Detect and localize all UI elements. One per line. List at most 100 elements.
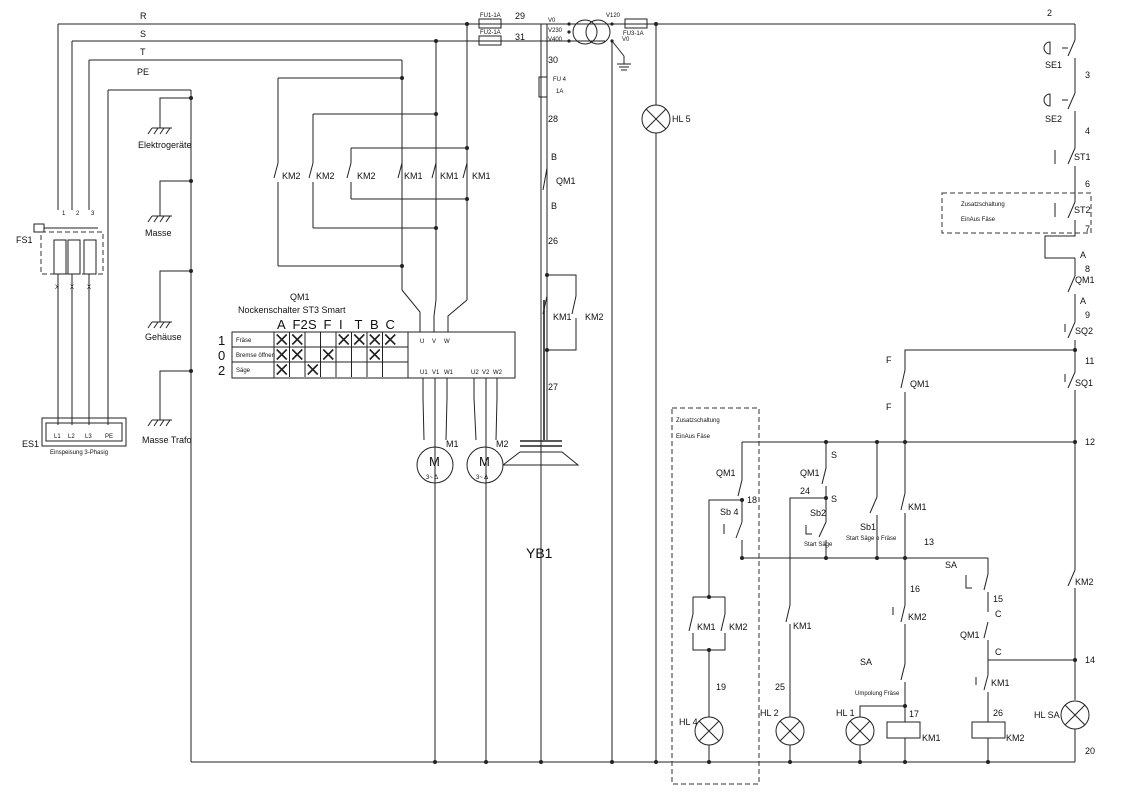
feed-caption: Einspeisung 3-Phasig xyxy=(50,450,108,456)
svg-text:F: F xyxy=(886,402,892,412)
svg-text:V0: V0 xyxy=(622,37,630,43)
svg-text:L3: L3 xyxy=(85,434,92,440)
main-contactors: KM2 KM2 KM2 KM1 KM1 KM1 xyxy=(273,22,491,332)
cam-row-number: 0 xyxy=(218,348,225,363)
cam-mark xyxy=(291,333,303,346)
svg-text:QM1: QM1 xyxy=(716,468,736,478)
svg-text:24: 24 xyxy=(800,486,810,496)
lamp-hl5: HL 5 xyxy=(641,22,691,762)
cam-mark xyxy=(369,333,381,346)
svg-text:20: 20 xyxy=(1085,746,1095,756)
cam-row-number: 2 xyxy=(218,363,225,378)
svg-text:B: B xyxy=(551,152,557,162)
cam-row-label: Säge xyxy=(236,368,251,374)
cam-mark xyxy=(384,333,396,346)
cam-col-header: B xyxy=(370,317,379,332)
svg-text:SA: SA xyxy=(860,657,872,667)
cam-title-2: Nockenschalter ST3 Smart xyxy=(238,305,346,315)
svg-text:QM1: QM1 xyxy=(800,468,820,478)
svg-text:31: 31 xyxy=(515,32,525,42)
svg-text:6: 6 xyxy=(1085,179,1090,189)
svg-text:SQ2: SQ2 xyxy=(1075,326,1093,336)
svg-text:V400: V400 xyxy=(548,37,563,43)
km1-label-2: KM1 xyxy=(440,171,459,181)
svg-text:M: M xyxy=(479,454,490,469)
svg-text:QM1: QM1 xyxy=(556,176,576,186)
cam-row-number: 1 xyxy=(218,333,225,348)
svg-text:12: 12 xyxy=(1085,437,1095,447)
motors: M 3~ Δ M 3~ Δ M1 M2 YB1 xyxy=(416,378,580,762)
svg-text:A: A xyxy=(1080,250,1086,260)
label-r: R xyxy=(140,11,147,21)
svg-text:18: 18 xyxy=(747,495,757,505)
svg-text:U2: U2 xyxy=(471,370,479,376)
svg-text:V: V xyxy=(432,339,436,345)
svg-text:A: A xyxy=(1080,296,1086,306)
cam-mark xyxy=(276,348,288,361)
svg-text:KM2: KM2 xyxy=(1006,733,1025,743)
svg-text:7: 7 xyxy=(1085,224,1090,234)
svg-text:L2: L2 xyxy=(68,434,75,440)
svg-text:KM2: KM2 xyxy=(1075,577,1094,587)
svg-text:Zusatzschaltung: Zusatzschaltung xyxy=(676,418,720,424)
brake-label: YB1 xyxy=(526,545,553,561)
svg-text:26: 26 xyxy=(993,708,1003,718)
km1-label-3: KM1 xyxy=(472,171,491,181)
svg-text:4: 4 xyxy=(1085,126,1090,136)
svg-text:EinAus Fäse: EinAus Fäse xyxy=(676,434,711,440)
label-pe: PE xyxy=(137,67,149,77)
svg-text:KM1: KM1 xyxy=(922,733,941,743)
ground-label-gehaeuse: Gehäuse xyxy=(145,332,182,342)
svg-text:19: 19 xyxy=(716,682,726,692)
svg-text:V120: V120 xyxy=(606,13,621,19)
svg-text:27: 27 xyxy=(548,382,558,392)
svg-text:28: 28 xyxy=(548,114,558,124)
svg-text:Sb1: Sb1 xyxy=(860,522,876,532)
svg-text:KM1: KM1 xyxy=(793,621,812,631)
svg-text:KM2: KM2 xyxy=(908,612,927,622)
svg-text:ST2: ST2 xyxy=(1074,205,1091,215)
svg-text:L1: L1 xyxy=(54,434,61,440)
control-chain: 2 SE1 3 SE2 4 ST1 6 Zusatzschaltung EinA… xyxy=(742,8,1095,762)
svg-text:HL 1: HL 1 xyxy=(836,708,855,718)
svg-text:3: 3 xyxy=(1085,70,1090,80)
svg-text:13: 13 xyxy=(924,537,934,547)
svg-text:HL 2: HL 2 xyxy=(760,708,779,718)
svg-text:EinAus Fäse: EinAus Fäse xyxy=(961,217,996,223)
svg-text:C: C xyxy=(995,609,1002,619)
label-s: S xyxy=(140,29,146,39)
cam-mark xyxy=(322,348,334,361)
cam-col-header: C xyxy=(386,317,395,332)
svg-text:15: 15 xyxy=(993,594,1003,604)
svg-text:QM1: QM1 xyxy=(1075,275,1095,285)
cam-mark xyxy=(276,333,288,346)
es1-label: ES1 xyxy=(22,439,39,449)
svg-text:8: 8 xyxy=(1085,264,1090,274)
svg-text:U1: U1 xyxy=(420,370,428,376)
svg-text:KM1: KM1 xyxy=(908,502,927,512)
cam-col-header: F2 xyxy=(293,317,308,332)
svg-text:C: C xyxy=(995,647,1002,657)
svg-text:V2: V2 xyxy=(482,370,490,376)
svg-text:3: 3 xyxy=(91,211,95,217)
svg-text:HL 4: HL 4 xyxy=(679,717,698,727)
svg-text:14: 14 xyxy=(1085,655,1095,665)
svg-text:F: F xyxy=(886,355,892,365)
label-t: T xyxy=(140,47,146,57)
svg-text:FU1-1A: FU1-1A xyxy=(480,13,501,19)
svg-text:FU3-1A: FU3-1A xyxy=(623,31,644,37)
cam-title-1: QM1 xyxy=(290,292,310,302)
ground-label-elektro: Elektrogeräte xyxy=(138,140,192,150)
control-branches: KM1 13 16 KM2 SA Umpolung Fräse 17 KM1 H… xyxy=(671,407,1075,785)
svg-text:W2: W2 xyxy=(493,370,503,376)
transformer-fuses: FU1-1A FU2-1A 29 31 V0 V230 V400 V120 V0… xyxy=(478,11,648,762)
junctions-bottom xyxy=(433,760,990,764)
svg-text:2: 2 xyxy=(76,211,80,217)
svg-text:3~ Δ: 3~ Δ xyxy=(426,475,438,481)
feed-block: 1 2 3 FS1 X X X L1 L2 L3 PE ES1 Einspeis… xyxy=(16,211,127,456)
svg-text:KM1: KM1 xyxy=(553,312,572,322)
svg-text:Zusatzschaltung: Zusatzschaltung xyxy=(961,202,1005,208)
km2-label-1: KM2 xyxy=(282,171,301,181)
